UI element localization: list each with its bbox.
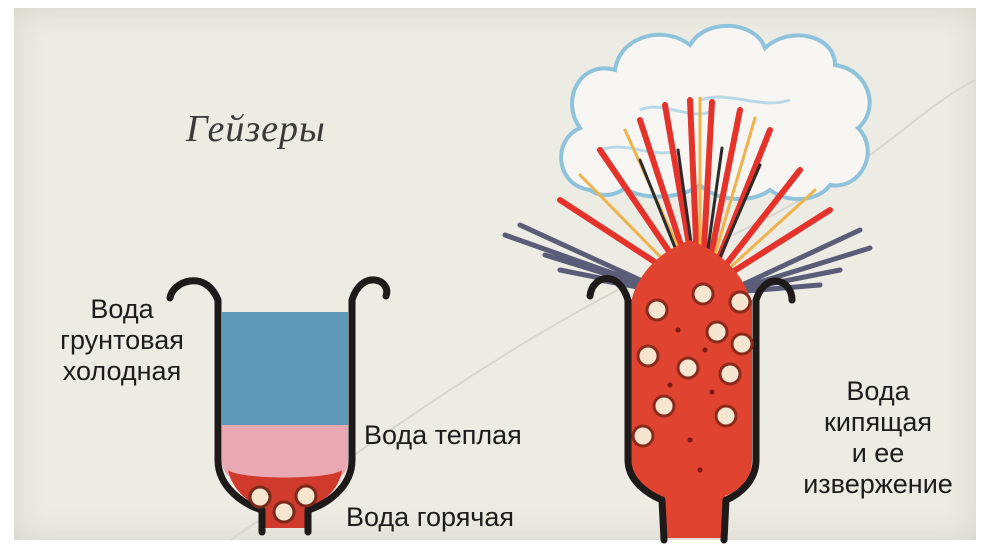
- bubble: [274, 502, 294, 522]
- bubble: [720, 364, 740, 384]
- bubble: [693, 284, 713, 304]
- cold-water-layer: [222, 312, 348, 425]
- bubble: [716, 406, 736, 426]
- diagram-title: Гейзеры: [186, 107, 326, 151]
- bubble: [707, 322, 727, 342]
- bubble: [633, 426, 653, 446]
- label-boiling-water: Вода кипящая и ее извержение: [780, 376, 976, 500]
- bubble: [296, 486, 316, 506]
- bubble: [250, 487, 270, 507]
- label-warm-water: Вода теплая: [364, 420, 574, 451]
- bubble: [638, 346, 658, 366]
- warm-water-layer: [222, 425, 348, 480]
- label-hot-water: Вода горячая: [346, 502, 576, 533]
- bubble: [647, 300, 667, 320]
- bubble: [732, 334, 752, 354]
- bubble: [730, 292, 750, 312]
- bubble: [678, 358, 698, 378]
- steam-cloud: [561, 26, 870, 199]
- label-cold-water: Вода грунтовая холодная: [36, 294, 208, 387]
- bubble: [654, 396, 674, 416]
